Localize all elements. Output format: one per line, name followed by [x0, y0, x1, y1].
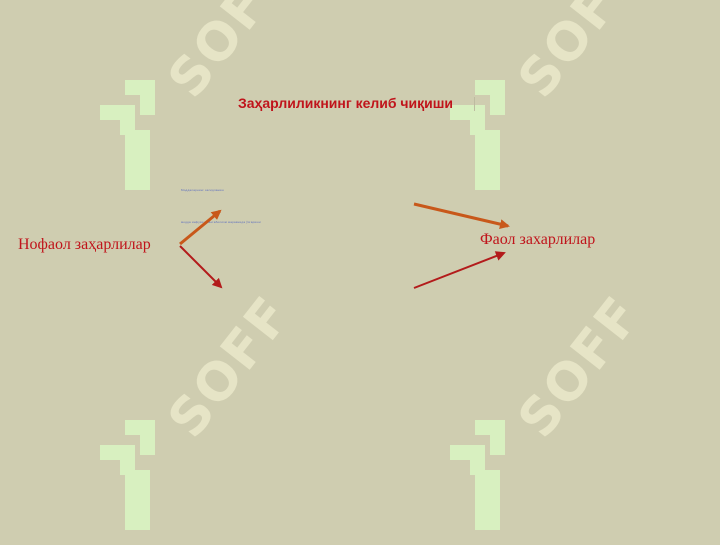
inactive-toxins-label: Нофаол заҳарлилар — [18, 236, 151, 253]
arrow-right-upper — [413, 202, 510, 230]
soff-logo-icon — [450, 420, 505, 530]
soff-logo-icon — [100, 80, 155, 190]
watermark-top-left: SOFF — [95, 0, 335, 190]
arrow-left-up — [179, 209, 222, 246]
active-toxins-label: Фаол захарлилар — [480, 231, 596, 248]
soff-logo-icon — [450, 80, 505, 190]
watermark-top-right: SOFF — [445, 0, 685, 190]
text-cursor — [474, 97, 475, 111]
soff-logo-icon — [100, 420, 155, 530]
lower-arrow-note: модда инфузион метаболизм жараёнида ўзга… — [181, 220, 261, 224]
upper-arrow-note: Моддаларнинг оксидланиш — [181, 188, 225, 192]
watermark-bottom-right: SOFF — [445, 285, 685, 530]
arrow-right-lower — [413, 251, 506, 289]
arrow-left-down — [179, 245, 223, 289]
slide-title: Заҳарлиликнинг келиб чиқиши — [238, 95, 454, 111]
watermark-bottom-left: SOFF — [95, 285, 335, 530]
